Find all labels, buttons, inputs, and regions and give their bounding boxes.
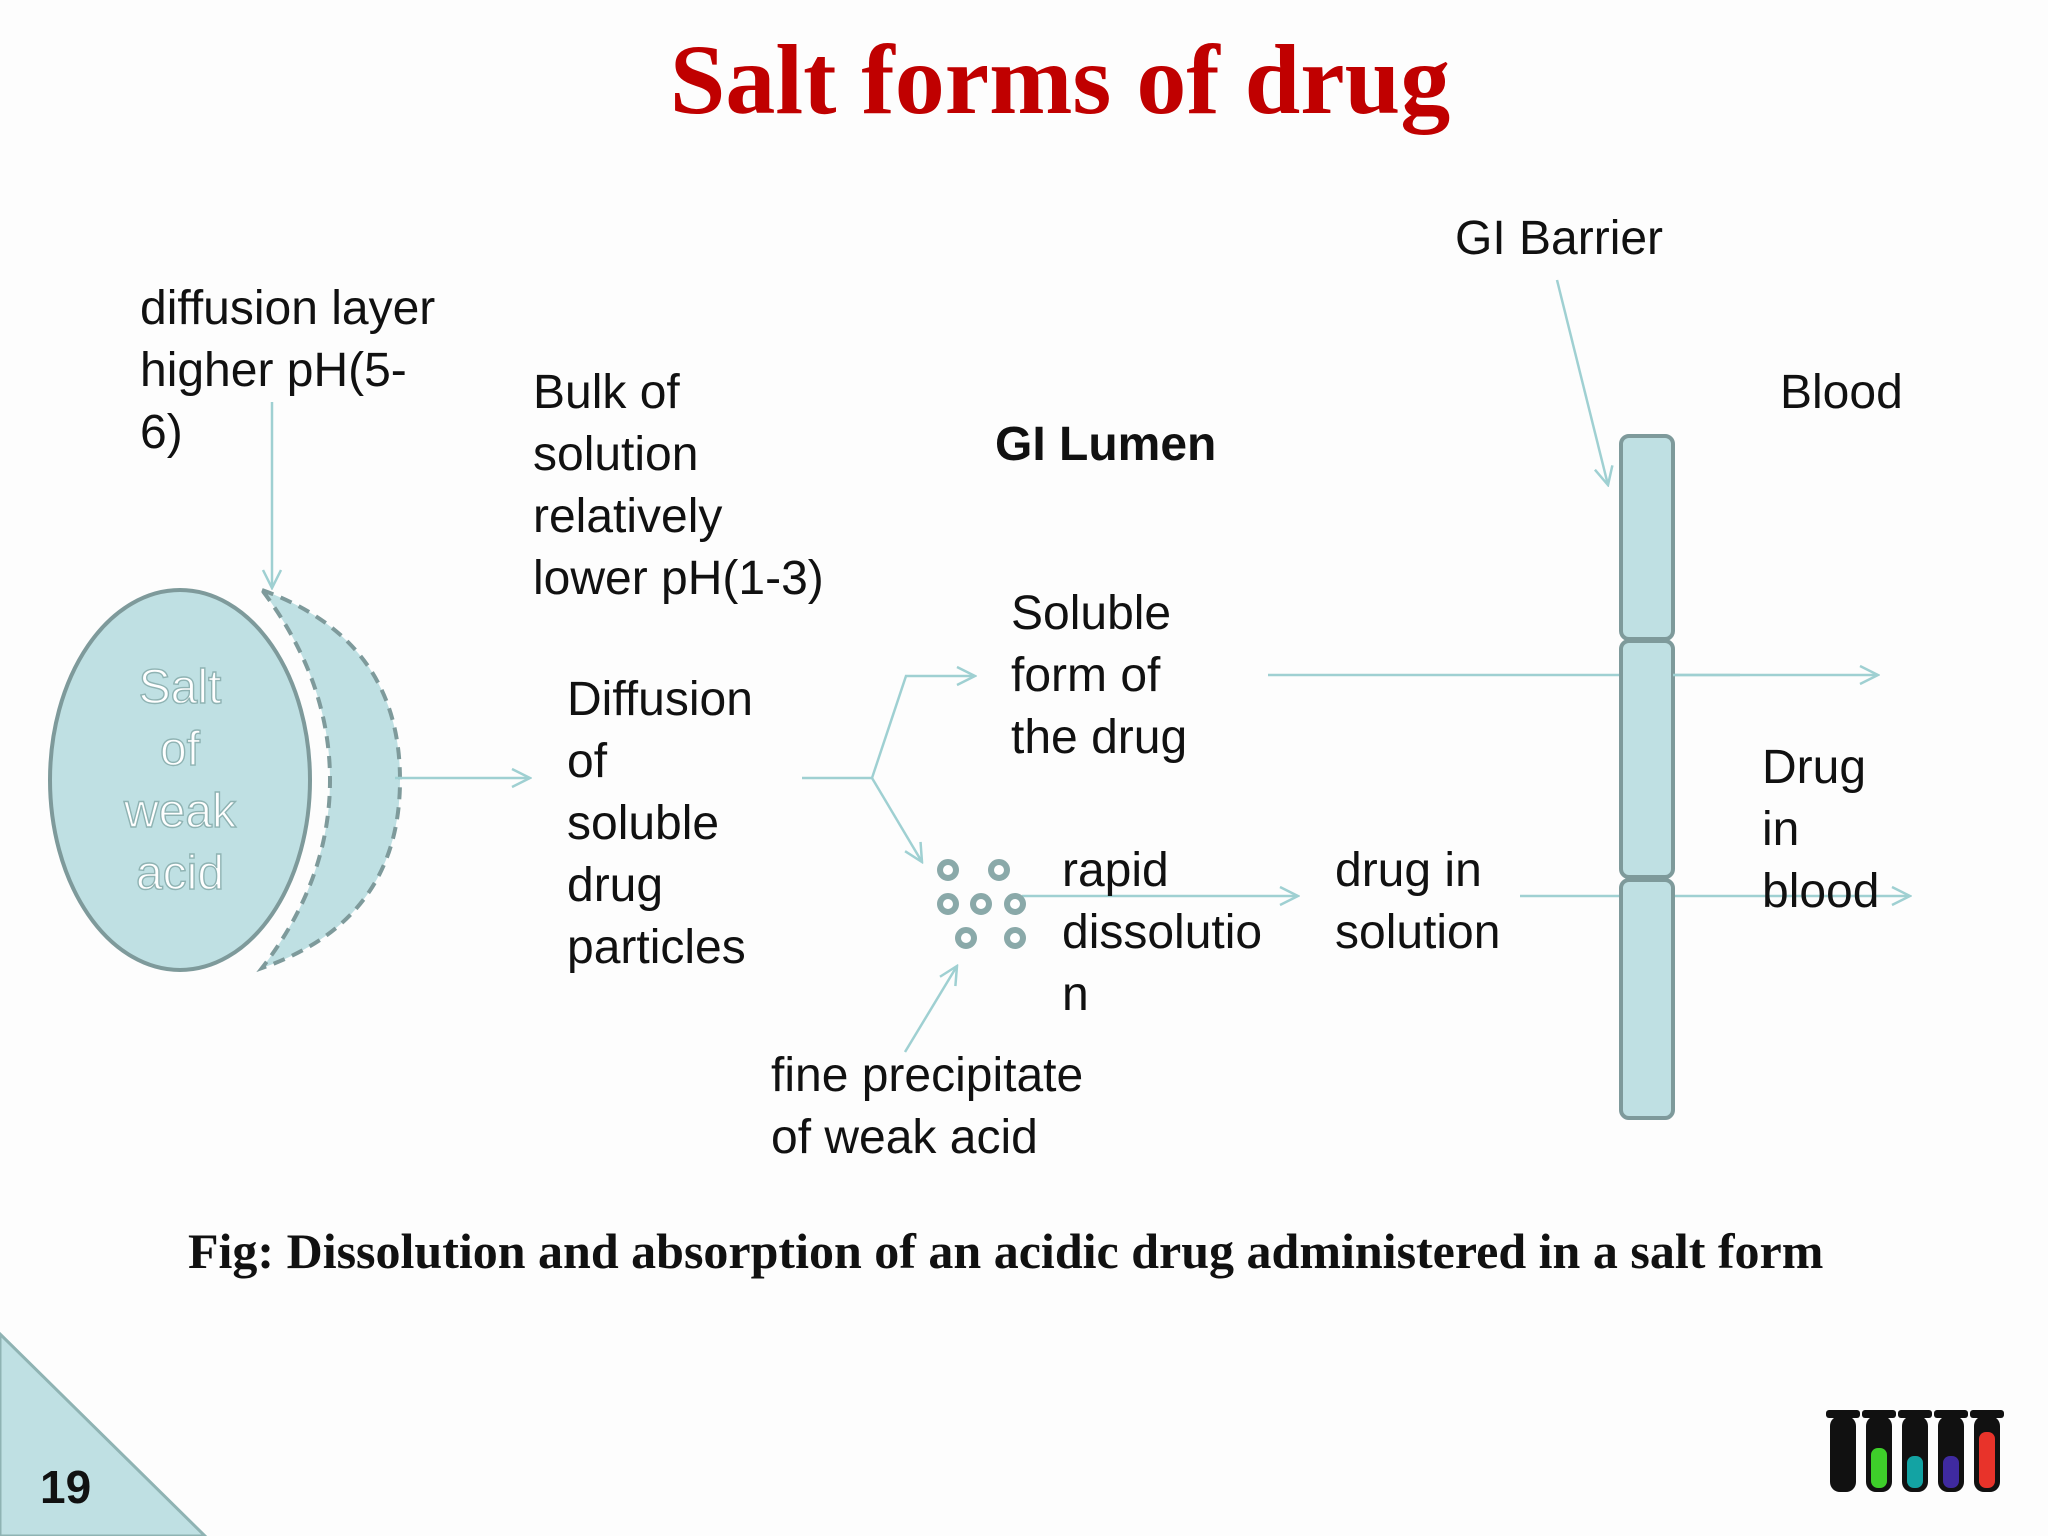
tablet-label-line: of	[160, 723, 201, 776]
test-tube-icon	[1826, 1410, 1860, 1492]
gi-barrier-label: GI Barrier	[1455, 212, 1664, 265]
drug-in-solution-label: drug in solution	[1335, 844, 1501, 959]
diffusion-particles-label: Diffusion of soluble drug particles	[567, 673, 753, 974]
precipitate-particles	[937, 859, 1026, 949]
branch-upper-arrow	[870, 676, 975, 779]
tablet-label-line: weak	[123, 785, 237, 838]
corner-triangle	[0, 1331, 208, 1536]
rapid-dissolution-label: rapid dissolutio n	[1062, 844, 1263, 1021]
page-number: 19	[40, 1461, 92, 1513]
blood-label: Blood	[1780, 366, 1903, 419]
tablet-label-line: Salt	[139, 661, 222, 714]
test-tube-icon	[1862, 1410, 1896, 1492]
diffusion-layer-label: diffusion layer higher pH(5- 6)	[140, 282, 436, 459]
gi-barrier-segment	[1619, 434, 1675, 641]
branch-lower-arrow	[870, 777, 922, 862]
bulk-solution-label: Bulk of solution relatively lower pH(1-3…	[533, 366, 824, 605]
gi-barrier-segment	[1619, 878, 1675, 1120]
test-tubes-logo	[1826, 1410, 2004, 1492]
test-tube-icon	[1934, 1410, 1968, 1492]
test-tube-icon	[1970, 1410, 2004, 1492]
test-tube-icon	[1898, 1410, 1932, 1492]
diffusion-layer-crescent	[256, 585, 403, 973]
drug-in-blood-label: Drug in blood	[1762, 741, 1880, 918]
figure-caption: Fig: Dissolution and absorption of an ac…	[188, 1223, 1824, 1279]
fine-precipitate-label: fine precipitate of weak acid	[771, 1049, 1084, 1164]
soluble-form-label: Soluble form of the drug	[1011, 587, 1188, 764]
gi-barrier-segment	[1619, 639, 1675, 879]
slide-title: Salt forms of drug	[669, 24, 1451, 135]
gi-lumen-label: GI Lumen	[995, 418, 1217, 471]
precipitate-arrow	[903, 966, 957, 1053]
barrier-label-arrow	[1555, 279, 1608, 485]
salt-tablet	[48, 588, 312, 972]
tablet-label-line: acid	[136, 847, 224, 900]
